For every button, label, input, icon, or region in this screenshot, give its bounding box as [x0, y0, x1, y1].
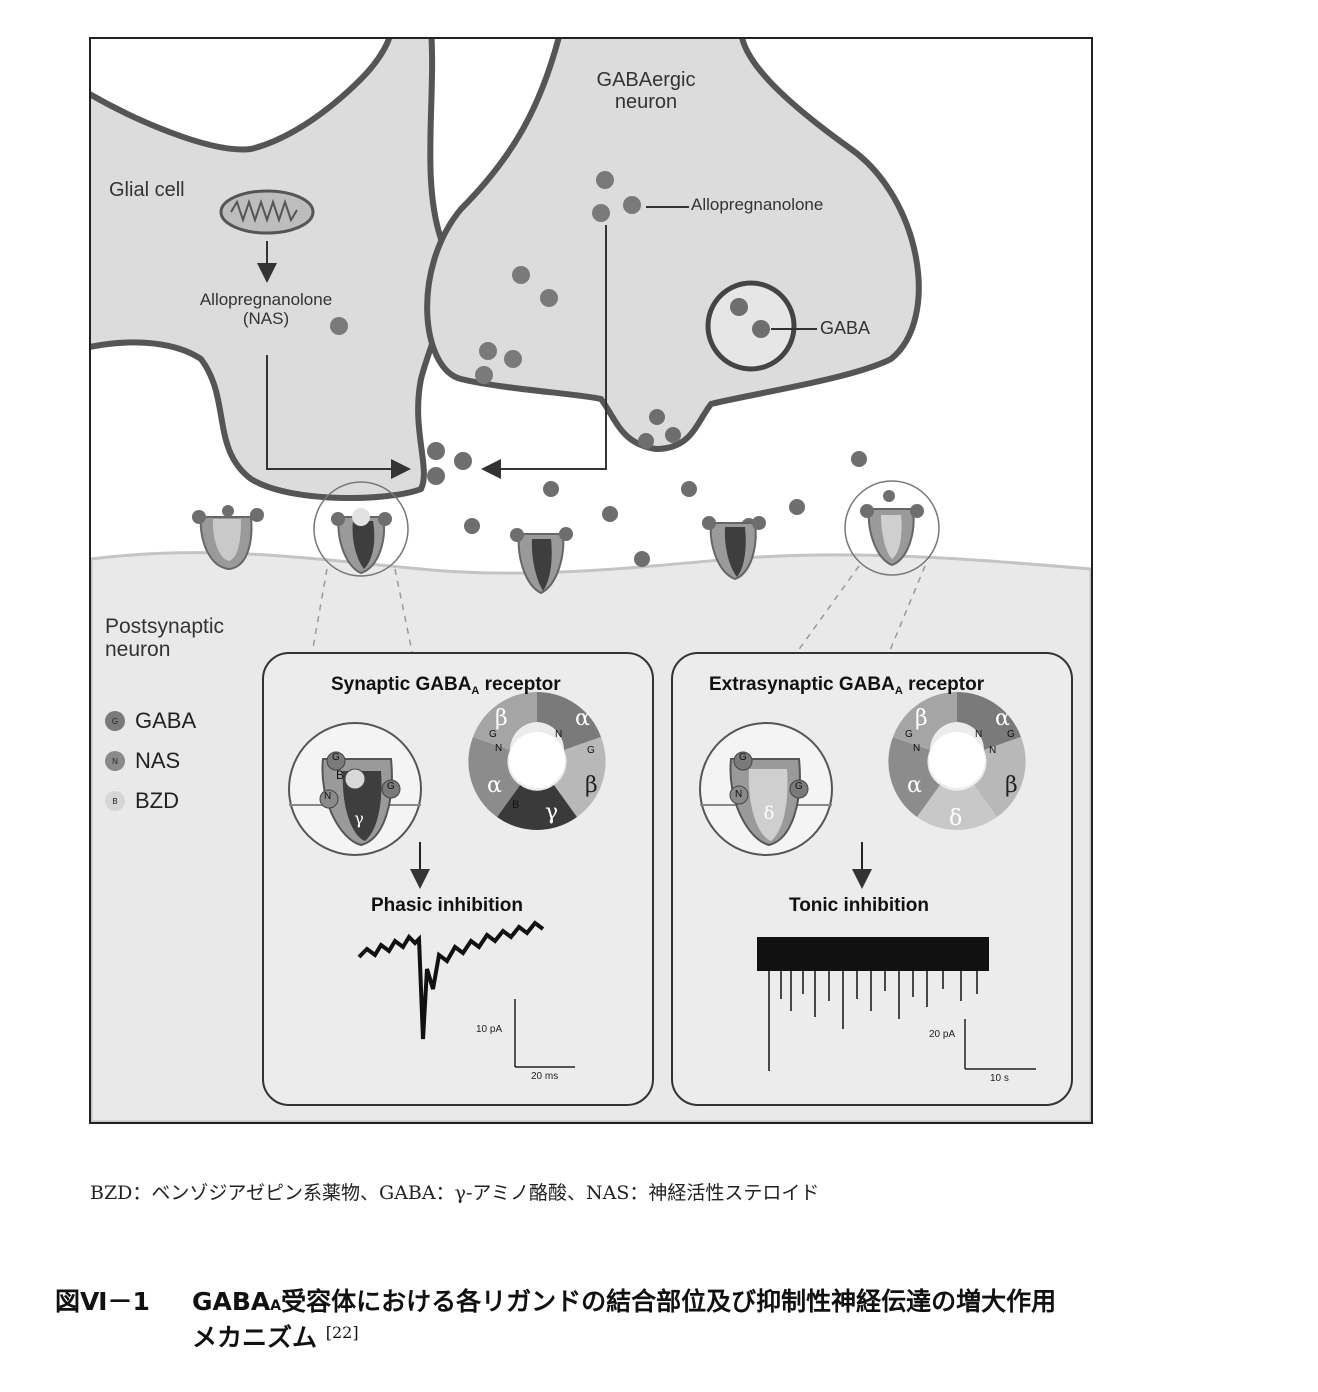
site-label: N: [975, 729, 983, 740]
gaba-vesicle: [705, 280, 797, 372]
glial-allopregnanolone-line1: Allopregnanolone: [199, 290, 333, 309]
nas-symbol-icon: N: [105, 751, 125, 771]
extrasynaptic-box-title: Extrasynaptic GABAA receptor: [709, 674, 984, 697]
mitochondrion-icon: [219, 189, 315, 235]
extrasynaptic-receptor-closeup: δ: [699, 722, 833, 856]
synaptic-box: [262, 652, 654, 1106]
site-label: N: [913, 743, 921, 754]
site-label: N: [735, 789, 743, 800]
site-label: G: [332, 752, 340, 763]
gabaergic-label-line2: neuron: [614, 91, 678, 113]
site-label: G: [387, 781, 395, 792]
reference-number: [22]: [325, 1323, 359, 1342]
title-text: 受容体における各リガンドの結合部位及び抑制性神経伝達の増大作用: [281, 1287, 1057, 1316]
synaptic-receptor-closeup: γ: [288, 722, 422, 856]
subunit-label: δ: [949, 806, 963, 831]
phasic-trace: [357, 920, 545, 1040]
glial-cell: [91, 39, 449, 501]
site-label: N: [989, 745, 997, 756]
figure-title-line1: 図Ⅵ－1 GABAA受容体における各リガンドの結合部位及び抑制性神経伝達の増大作用: [55, 1282, 1056, 1318]
subunit-label: α: [995, 706, 1010, 731]
title-gaba: GABA: [192, 1287, 271, 1316]
site-label: N: [555, 729, 563, 740]
subunit-label: α: [487, 773, 502, 798]
allopregnanolone-label: Allopregnanolone: [691, 195, 824, 214]
title-rest: receptor: [479, 674, 561, 695]
membrane-receptor-5: [844, 480, 940, 576]
figure-title: 図Ⅵ－1 GABAA受容体における各リガンドの結合部位及び抑制性神経伝達の増大作用…: [55, 1282, 1056, 1354]
membrane-receptor-4: [702, 516, 766, 581]
synaptic-pentamer: [468, 692, 606, 831]
title-main: Synaptic GABA: [331, 674, 472, 695]
title-subscript: A: [471, 685, 480, 697]
subunit-label: β: [495, 706, 508, 731]
glial-to-synapse-arrow: [266, 355, 411, 479]
synaptic-box-title: Synaptic GABAA receptor: [331, 674, 561, 697]
figure-title-line2: メカニズム [22]: [55, 1318, 1056, 1354]
legend-item-bzd: B BZD: [105, 786, 179, 816]
phasic-inhibition-label: Phasic inhibition: [371, 895, 524, 916]
title-main: Extrasynaptic GABA: [709, 674, 895, 695]
diagram-artwork: γ δ: [91, 39, 1091, 1122]
tonic-scale-y: 20 pA: [929, 1029, 956, 1040]
bzd-symbol-icon: B: [105, 791, 125, 811]
neuron-to-synapse-arrow: [481, 225, 607, 479]
glial-allopregnanolone-label: Allopregnanolone (NAS): [186, 290, 346, 328]
site-label: N: [495, 743, 503, 754]
site-label: G: [489, 729, 497, 740]
phasic-scale-x: 20 ms: [531, 1071, 559, 1082]
site-label: G: [1007, 729, 1015, 740]
svg-text:γ: γ: [354, 809, 364, 828]
figure-number: 図Ⅵ－1: [55, 1287, 150, 1316]
subunit-label: β: [585, 773, 598, 798]
svg-text:δ: δ: [764, 803, 775, 824]
subunit-label: β: [1005, 773, 1018, 798]
membrane-receptor-3: [510, 527, 573, 595]
site-label: G: [587, 745, 595, 756]
postsynaptic-neuron-label: Postsynaptic neuron: [105, 615, 224, 661]
title-text-2: メカニズム: [192, 1323, 318, 1352]
glial-allopregnanolone-line2: (NAS): [242, 308, 290, 328]
gabaergic-neuron: [424, 39, 922, 453]
gabaergic-neuron-label: GABAergic neuron: [591, 69, 701, 113]
gaba-vesicle-label: GABA: [820, 318, 871, 338]
title-gaba-subscript: A: [270, 1298, 282, 1314]
gaba-receptor-diagram: γ δ: [89, 37, 1093, 1124]
membrane-receptor-2: [313, 481, 409, 577]
site-label: N: [324, 791, 332, 802]
title-rest: receptor: [902, 674, 985, 695]
site-label: B: [512, 799, 520, 811]
legend-item-gaba: G GABA: [105, 706, 196, 736]
site-label: G: [905, 729, 913, 740]
site-label: G: [739, 752, 747, 763]
gabaergic-label-line1: GABAergic: [596, 69, 696, 91]
legend-item-nas: N NAS: [105, 746, 180, 776]
site-label: B: [336, 768, 345, 782]
phasic-scale-y: 10 pA: [476, 1024, 503, 1035]
subunit-label: α: [907, 773, 922, 798]
tonic-trace-spikes: [768, 969, 978, 1071]
extrasynaptic-pentamer: [888, 692, 1026, 831]
legend-label: BZD: [135, 788, 179, 813]
figure-caption: BZD：ベンゾジアゼピン系薬物、GABA：γ-アミノ酪酸、NAS：神経活性ステロ…: [90, 1182, 820, 1204]
tonic-inhibition-label: Tonic inhibition: [789, 895, 930, 916]
subunit-label: β: [915, 706, 928, 731]
nas-dots-neuron: [330, 171, 641, 384]
postsynaptic-line1: Postsynaptic: [105, 615, 225, 638]
tonic-scale-x: 10 s: [990, 1073, 1009, 1084]
tonic-trace: [757, 937, 989, 971]
postsynaptic-line2: neuron: [105, 638, 171, 662]
legend-label: GABA: [135, 708, 197, 733]
legend-label: NAS: [135, 748, 181, 773]
membrane-receptor-1: [192, 505, 264, 571]
site-label: G: [795, 781, 803, 792]
subunit-label: γ: [545, 800, 559, 825]
title-subscript: A: [894, 685, 903, 697]
glial-cell-label: Glial cell: [109, 179, 185, 201]
gaba-symbol-icon: G: [105, 711, 125, 731]
subunit-label: α: [575, 706, 590, 731]
